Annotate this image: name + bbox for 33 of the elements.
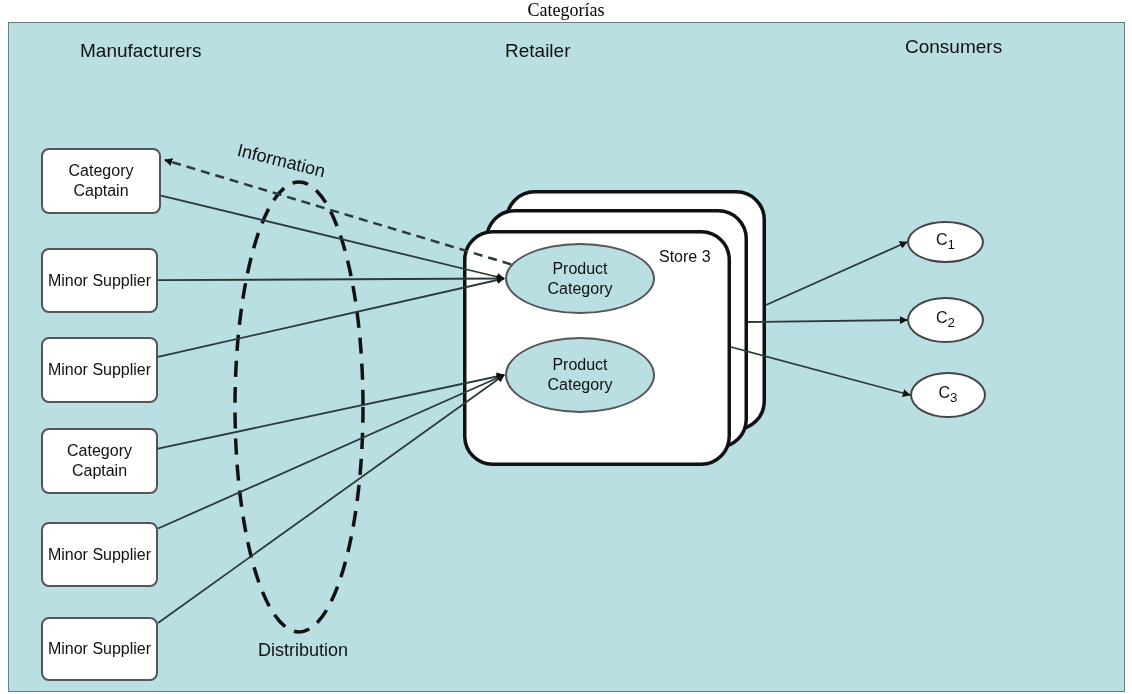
- arrow: [160, 194, 505, 281]
- supplier-box: [41, 148, 161, 214]
- column-heading: Consumers: [905, 36, 1003, 58]
- title: Categorías: [526, 0, 606, 21]
- node-label: Minor Supplier: [47, 544, 152, 565]
- node-label: Product Category: [546, 258, 614, 299]
- node-label: Product Category: [546, 355, 614, 395]
- column-heading: Manufacturers: [80, 40, 202, 62]
- arrow: [157, 372, 505, 450]
- node-label: C$_{3}$: [938, 384, 958, 406]
- supplier-box: [41, 522, 158, 587]
- flow-label: Distribution: [258, 640, 349, 661]
- column-heading: Retailer: [505, 40, 571, 62]
- node-label: Minor Supplier: [47, 639, 152, 659]
- node-label: Minor Supplier: [47, 270, 152, 291]
- arrow: [157, 374, 505, 624]
- supplier-box: [41, 337, 158, 403]
- arrow: [164, 158, 512, 266]
- node-label: Minor Supplier: [47, 360, 152, 380]
- arrow: [157, 276, 505, 358]
- supplier-box: [41, 248, 158, 313]
- supplier-box: [41, 617, 158, 681]
- supplier-box: [41, 428, 158, 494]
- arrow: [765, 241, 908, 306]
- arrow: [747, 316, 908, 325]
- node-label: Category Captain: [67, 161, 135, 201]
- node-label: Category Captain: [66, 441, 133, 481]
- store-label: Store 3: [659, 248, 711, 266]
- node-label: C$_{1}$: [936, 231, 955, 253]
- node-label: C$_{2}$: [936, 309, 955, 331]
- store-stack: [463, 190, 766, 466]
- arrow: [730, 346, 911, 397]
- arrow: [157, 274, 505, 283]
